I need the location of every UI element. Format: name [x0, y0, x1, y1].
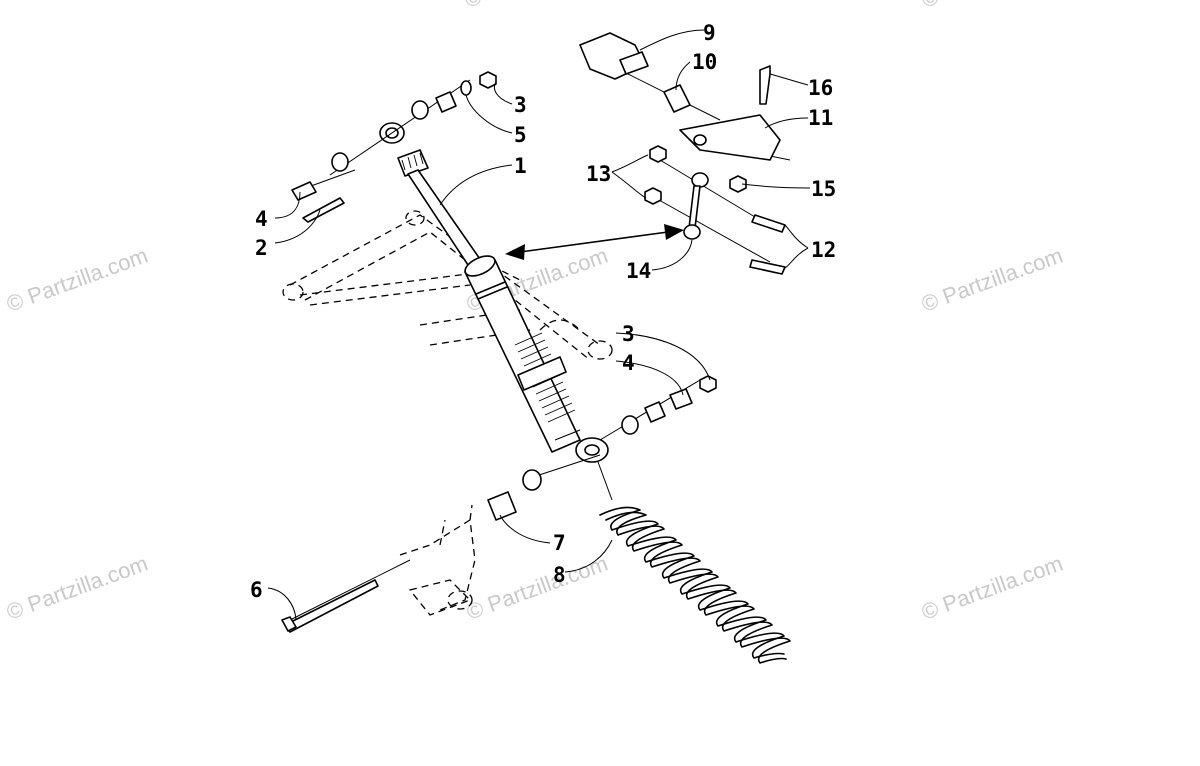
callout-13: 13 — [586, 162, 611, 186]
callout-2: 2 — [255, 236, 268, 260]
callout-4: 4 — [622, 351, 635, 375]
callout-7: 7 — [553, 531, 566, 555]
watermark: © Partzilla.com — [461, 0, 609, 13]
callout-14: 14 — [626, 259, 651, 283]
callout-1: 1 — [514, 154, 527, 178]
watermark: © Partzilla.com — [918, 243, 1066, 317]
callout-5: 5 — [514, 123, 527, 147]
upper-mount-hardware — [291, 71, 497, 223]
callout-4: 4 — [255, 207, 268, 231]
callout-8: 8 — [553, 563, 566, 587]
watermark: © Partzilla.com — [3, 243, 151, 317]
callout-11: 11 — [808, 106, 833, 130]
lower-mount-hardware — [281, 375, 717, 633]
shock-absorber — [379, 122, 609, 463]
connection-arrow — [505, 224, 684, 260]
callout-6: 6 — [250, 578, 263, 602]
callout-9: 9 — [703, 21, 716, 45]
a-arm-phantom — [282, 210, 613, 361]
watermarks: © Partzilla.com © Partzilla.com © Partzi… — [3, 0, 1066, 625]
spindle-phantom — [399, 504, 476, 616]
callout-3: 3 — [622, 322, 635, 346]
watermark: © Partzilla.com — [918, 0, 1066, 13]
callout-15: 15 — [811, 177, 836, 201]
watermark: © Partzilla.com — [3, 551, 151, 625]
callout-12: 12 — [811, 238, 836, 262]
callout-10: 10 — [692, 50, 717, 74]
callout-3: 3 — [514, 93, 527, 117]
remote-adjuster — [579, 32, 786, 275]
watermark: © Partzilla.com — [918, 551, 1066, 625]
callouts: 3 5 1 4 2 3 4 7 8 6 9 10 16 11 13 15 12 … — [250, 21, 836, 602]
coil-spring — [599, 506, 791, 664]
leader-lines — [267, 29, 811, 621]
callout-16: 16 — [808, 76, 833, 100]
watermark: © Partzilla.com — [463, 551, 611, 625]
